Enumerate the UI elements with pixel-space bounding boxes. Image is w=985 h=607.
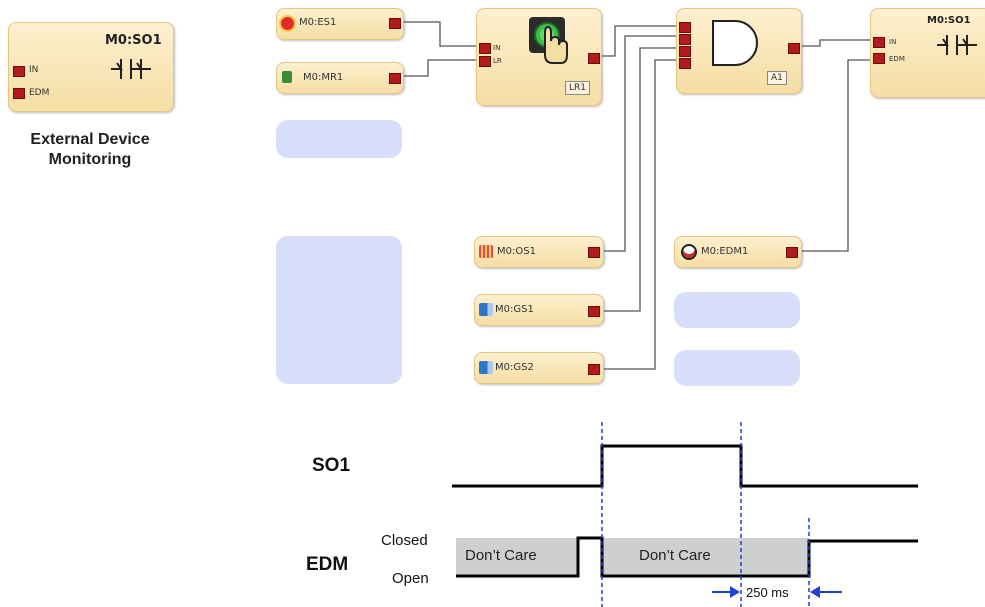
delay-arrows: [712, 586, 842, 598]
logic-wires: [400, 21, 872, 370]
reset-block[interactable]: IN LR LR1: [476, 8, 602, 106]
input-gs1-block[interactable]: M0:GS1: [474, 294, 604, 326]
legend-edm-label: EDM: [29, 88, 50, 98]
input-gs2-pin[interactable]: [588, 364, 600, 375]
and-in4-pin[interactable]: [679, 58, 691, 69]
and-block-tag: A1: [767, 71, 787, 85]
and-block[interactable]: A1: [676, 8, 802, 94]
reset-lr-pin[interactable]: [479, 56, 491, 67]
output-block-title: M0:SO1: [927, 15, 971, 26]
timing-diagram: SO1 EDM Closed Open Don’t Care Don’t Car…: [306, 422, 918, 607]
input-es1-pin[interactable]: [389, 18, 401, 29]
legend-caption: External Device Monitoring: [0, 130, 180, 170]
legend-block-title: M0:SO1: [105, 33, 162, 48]
legend-caption-line1: External Device: [30, 131, 150, 148]
and-in1-pin[interactable]: [679, 22, 691, 33]
input-gs2-block[interactable]: M0:GS2: [474, 352, 604, 384]
timing-edm-label: EDM: [306, 554, 348, 575]
output-so1-block[interactable]: M0:SO1 IN EDM: [870, 8, 985, 98]
output-relay-icon: [937, 35, 977, 55]
input-gs2-label: M0:GS2: [495, 362, 534, 373]
and-out-pin[interactable]: [788, 43, 800, 54]
input-os1-label: M0:OS1: [497, 246, 536, 257]
and-in2-pin[interactable]: [679, 34, 691, 45]
input-os1-block[interactable]: M0:OS1: [474, 236, 604, 268]
output-edm-label: EDM: [889, 55, 905, 63]
legend-edm-pin: [13, 88, 25, 99]
and-gate-icon: [712, 20, 758, 66]
so1-waveform: [452, 444, 918, 488]
reset-button-icon: [529, 17, 568, 64]
empty-slot-placeholder: [674, 350, 800, 386]
emergency-stop-icon: [281, 17, 294, 30]
timing-open-label: Open: [392, 570, 429, 587]
input-edm1-label: M0:EDM1: [701, 246, 749, 257]
input-edm1-pin[interactable]: [786, 247, 798, 258]
input-mr1-label: M0:MR1: [303, 72, 344, 83]
dont-care-region: [603, 538, 809, 575]
input-es1-block[interactable]: M0:ES1: [276, 8, 404, 40]
empty-slot-placeholder: [276, 236, 402, 384]
input-mr1-pin[interactable]: [389, 73, 401, 84]
input-es1-label: M0:ES1: [299, 17, 337, 28]
gate-switch-icon: [479, 303, 493, 316]
legend-so1-block[interactable]: M0:SO1 IN EDM: [8, 22, 174, 112]
legend-caption-line2: Monitoring: [48, 151, 132, 168]
input-edm1-block[interactable]: M0:EDM1: [674, 236, 802, 268]
dont-care-region: [456, 538, 577, 575]
legend-in-pin: [13, 66, 25, 77]
delay-label: 250 ms: [746, 585, 789, 600]
dont-care-label-1: Don’t Care: [465, 547, 537, 564]
reset-lr-label: LR: [493, 57, 502, 65]
edm-feedback-icon: [681, 244, 697, 260]
safety-output-relay-icon: [111, 59, 151, 79]
empty-slot-placeholder: [674, 292, 800, 328]
and-in3-pin[interactable]: [679, 46, 691, 57]
optical-sensor-icon: [479, 245, 493, 258]
gate-switch-icon: [479, 361, 493, 374]
reset-out-pin[interactable]: [588, 53, 600, 64]
reset-in-label: IN: [493, 44, 501, 52]
output-in-pin[interactable]: [873, 37, 885, 48]
manual-reset-icon: [282, 71, 292, 83]
input-os1-pin[interactable]: [588, 247, 600, 258]
input-gs1-label: M0:GS1: [495, 304, 534, 315]
input-gs1-pin[interactable]: [588, 306, 600, 317]
timing-closed-label: Closed: [381, 532, 428, 549]
empty-slot-placeholder: [276, 120, 402, 158]
output-edm-pin[interactable]: [873, 53, 885, 64]
dont-care-label-2: Don’t Care: [639, 547, 711, 564]
input-mr1-block[interactable]: M0:MR1: [276, 62, 404, 94]
output-in-label: IN: [889, 38, 897, 46]
legend-in-label: IN: [29, 65, 39, 75]
timing-so1-label: SO1: [312, 455, 350, 476]
reset-in-pin[interactable]: [479, 43, 491, 54]
reset-block-tag: LR1: [565, 81, 590, 95]
